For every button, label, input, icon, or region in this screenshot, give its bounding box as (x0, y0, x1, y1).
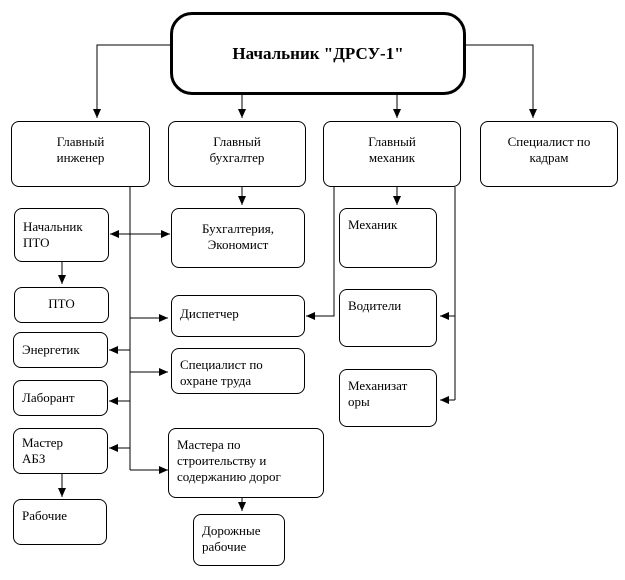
connector-head-bus (93, 44, 170, 118)
chief-mechanic-box: Главный механик (323, 121, 461, 187)
safety-specialist-box: Специалист по охране труда (171, 348, 305, 394)
road-workers-box: Дорожные рабочие (193, 514, 285, 566)
energetic-box: Энергетик (13, 332, 108, 368)
hr-specialist-box: Специалист по кадрам (480, 121, 618, 187)
laborant-box: Лаборант (13, 380, 108, 416)
pto-head-box: Начальник ПТО (14, 208, 109, 262)
head-box: Начальник "ДРСУ-1" (170, 12, 466, 95)
dispatcher-box: Диспетчер (171, 295, 305, 337)
pto-box: ПТО (14, 287, 109, 323)
connector-mechanic-dispatcher (306, 187, 335, 320)
accounting-box: Бухгалтерия, Экономист (171, 208, 305, 268)
drivers-box: Водители (339, 289, 437, 347)
chief-accountant-box: Главный бухгалтер (168, 121, 306, 187)
connector-head-hr (466, 44, 537, 118)
workers-box: Рабочие (13, 499, 107, 545)
chief-engineer-box: Главный инженер (11, 121, 150, 187)
machine-operators-box: Механизат оры (339, 369, 437, 427)
mechanic-box: Механик (339, 208, 437, 268)
road-masters-box: Мастера по строительству и содержанию до… (168, 428, 324, 498)
master-abz-box: Мастер АБЗ (13, 428, 108, 474)
